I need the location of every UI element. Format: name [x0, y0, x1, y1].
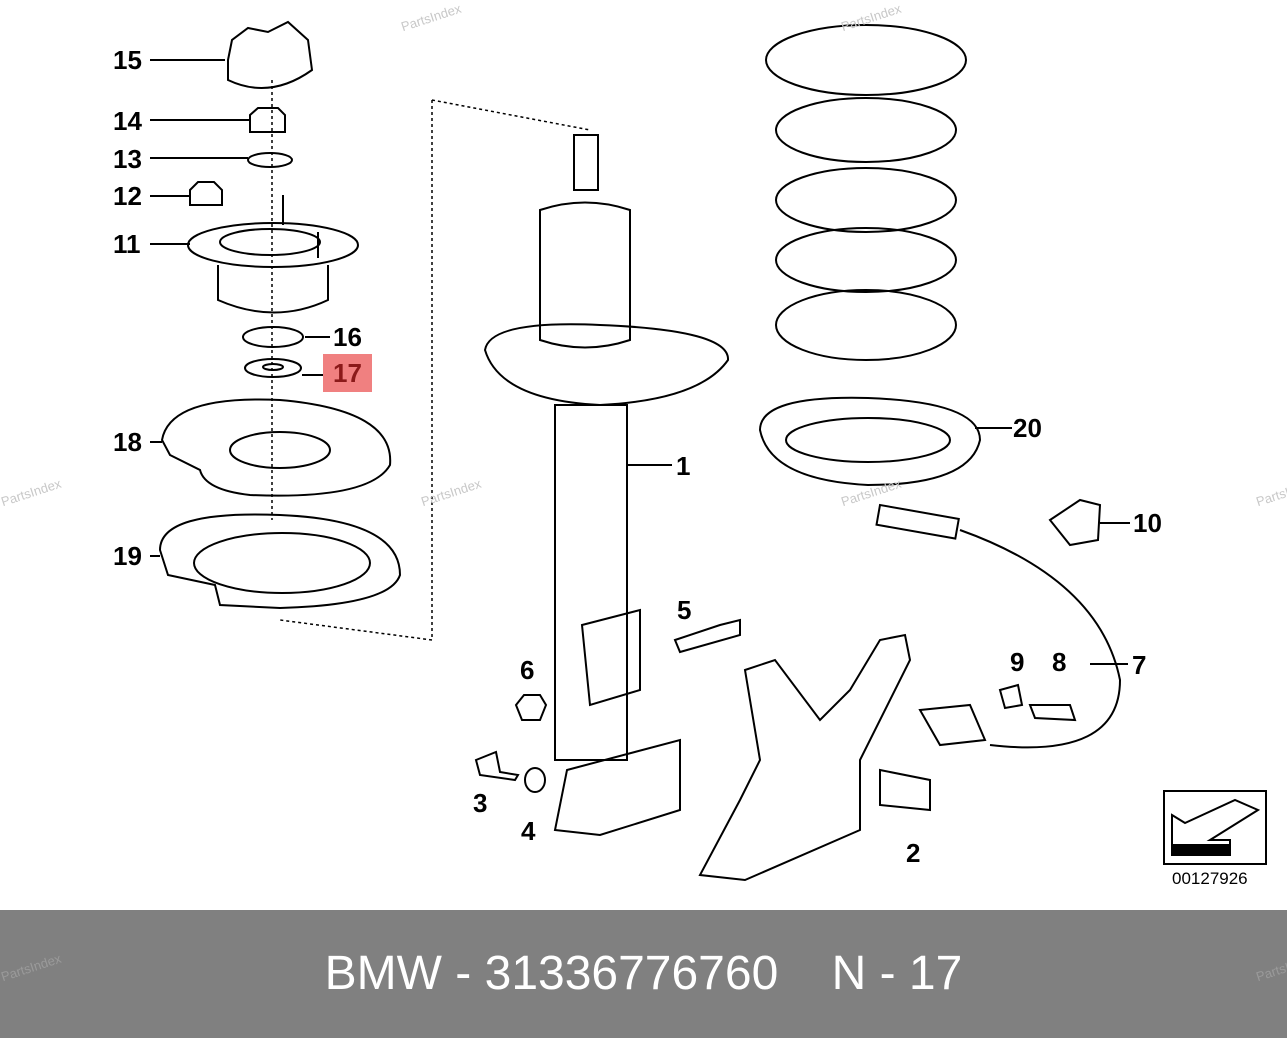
diagram-id: 00127926 [1172, 869, 1248, 888]
callout-9[interactable]: 9 [1010, 647, 1025, 677]
footer-bar: PartsIndex PartsIndex [0, 910, 1287, 1038]
callout-20[interactable]: 20 [1013, 413, 1042, 443]
callout-14[interactable]: 14 [113, 106, 142, 136]
callout-18[interactable]: 18 [113, 427, 142, 457]
callout-8[interactable]: 8 [1052, 647, 1067, 677]
callout-6[interactable]: 6 [520, 655, 535, 685]
part-number-label: BMW - 31336776760 N - 17 [324, 947, 963, 1000]
callout-16[interactable]: 16 [333, 322, 362, 352]
callout-19[interactable]: 19 [113, 541, 142, 571]
strut-assembly-drawing [150, 20, 1267, 882]
callout-10[interactable]: 10 [1133, 508, 1162, 538]
parts-diagram: 15 14 13 12 11 16 17 18 19 1 20 10 5 6 9… [0, 1, 1287, 888]
callout-3[interactable]: 3 [473, 788, 488, 818]
callout-2[interactable]: 2 [906, 838, 921, 868]
callout-4[interactable]: 4 [521, 816, 536, 846]
callout-11[interactable]: 11 [113, 229, 141, 259]
callout-17-highlighted[interactable]: 17 [323, 354, 372, 392]
callout-5[interactable]: 5 [677, 595, 692, 625]
callout-1[interactable]: 1 [676, 451, 691, 481]
callout-15[interactable]: 15 [113, 45, 142, 75]
callout-13[interactable]: 13 [113, 144, 142, 174]
callout-7[interactable]: 7 [1132, 650, 1147, 680]
callout-12[interactable]: 12 [113, 181, 142, 211]
